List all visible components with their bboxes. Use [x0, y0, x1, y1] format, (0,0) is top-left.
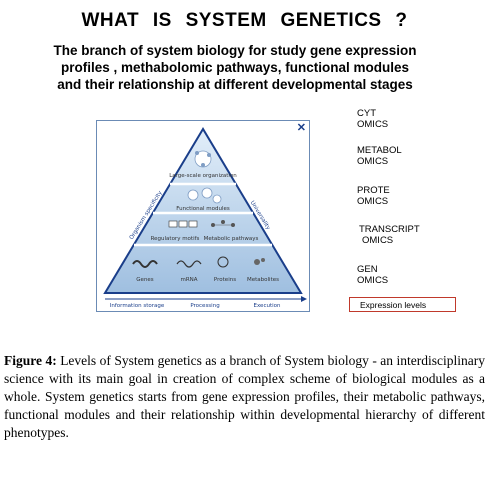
dna-icon	[132, 260, 158, 268]
bottom-label-execution: Execution	[254, 303, 282, 309]
protein-icon	[217, 256, 229, 268]
subtitle-line: profiles , methabolomic pathways, functi…	[60, 60, 410, 75]
omics-label: GEN OMICS	[357, 264, 388, 286]
tier-label-top: Large-scale organization	[169, 173, 237, 179]
omics-label-line: OMICS	[357, 196, 389, 207]
omics-label-line: GEN	[357, 264, 378, 275]
omics-label: PROTE OMICS	[357, 185, 390, 207]
omics-label-line: TRANSCRIPT	[359, 224, 420, 235]
omics-label-line: OMICS	[357, 275, 389, 286]
tier-label-mrna: mRNA	[180, 277, 197, 283]
omics-label-line: OMICS	[357, 119, 389, 130]
omics-label: CYT OMICS	[357, 108, 388, 130]
omics-label-line: CYT	[357, 108, 376, 119]
tier-label-functional: Functional modules	[176, 206, 230, 212]
slide-subtitle: The branch of system biology for study g…	[20, 42, 450, 93]
caption-label: Figure 4:	[4, 353, 57, 368]
omics-label-line: OMICS	[357, 156, 389, 167]
tier-label-genes: Genes	[136, 277, 154, 283]
subtitle-line: and their relationship at different deve…	[57, 77, 413, 92]
metabolite-icon	[254, 259, 260, 265]
caption-text: Levels of System genetics as a branch of…	[4, 353, 485, 440]
tier-label-metabolic: Metabolic pathways	[204, 236, 259, 242]
slide-title: WHAT IS SYSTEM GENETICS ?	[81, 10, 408, 31]
omics-label: TRANSCRIPT OMICS	[359, 224, 420, 246]
bottom-label-storage: Information storage	[110, 303, 165, 309]
omics-label-line: OMICS	[362, 235, 394, 246]
tier-label-regulatory: Regulatory motifs	[151, 236, 200, 242]
omics-label-line: METABOL	[357, 145, 402, 156]
tier-label-metabolites: Metabolites	[247, 277, 279, 283]
figure-caption: Figure 4: Levels of System genetics as a…	[4, 352, 485, 442]
close-icon[interactable]: ✕	[296, 122, 306, 134]
pyramid-outline	[103, 127, 303, 294]
subtitle-line: The branch of system biology for study g…	[53, 43, 417, 58]
tier-label-proteins: Proteins	[214, 277, 236, 283]
omics-label-line: PROTE	[357, 185, 390, 196]
pyramid-figure: ✕ Large-scale organization Functional mo…	[96, 120, 310, 312]
expression-levels-label: Expression levels	[349, 297, 456, 312]
mrna-icon	[176, 260, 202, 268]
bottom-label-processing: Processing	[190, 303, 219, 309]
omics-label: METABOL OMICS	[357, 145, 402, 167]
pyramid-diagram: Large-scale organization Functional modu…	[103, 127, 307, 309]
